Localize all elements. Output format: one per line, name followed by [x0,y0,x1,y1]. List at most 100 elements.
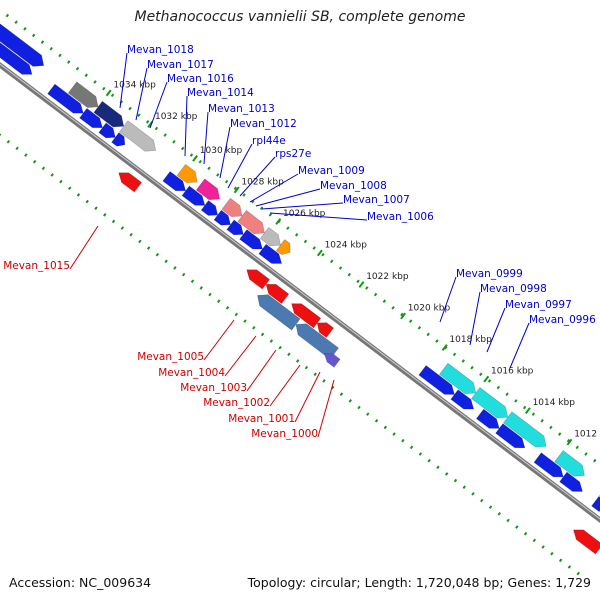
gene-callout-line [224,335,257,377]
forward-gene-arrow [111,132,126,147]
reverse-gene-label: Mevan_1003 [180,382,247,394]
forward-gene-label: Mevan_0999 [456,268,523,280]
kbp-tick-mark [483,375,490,383]
kbp-tick-label: 1016 kbp [491,366,534,376]
forward-gene-label: Mevan_1016 [167,73,234,85]
kbp-tick-mark [400,312,406,320]
forward-gene-arrow [47,83,84,114]
forward-cds-block [275,239,291,256]
forward-gene-arrow [258,243,283,264]
gene-callout-line [317,379,335,438]
gene-callout-line [227,143,253,189]
kbp-tick-label: 1012 kbp [574,430,600,440]
reverse-gene-arrow [573,529,600,555]
gene-callout-line [219,126,231,179]
gene-callout-line [469,291,481,346]
forward-gene-arrow [450,389,475,410]
forward-gene-label: rps27e [275,148,311,160]
forward-cds-block [176,163,198,184]
forward-gene-label: Mevan_0996 [529,314,596,326]
forward-gene-arrow [239,229,263,250]
forward-gene-label: Mevan_1018 [127,44,194,56]
forward-gene-arrow [418,365,455,395]
gene-callout-line [439,276,457,323]
gene-callout-line [255,188,321,207]
gene-callout-line [135,67,148,121]
forward-gene-label: Mevan_1006 [367,211,434,223]
forward-cds-block [93,100,125,128]
reverse-gene-label: Mevan_1001 [228,413,295,425]
reverse-gene-label: Mevan_1000 [251,428,318,440]
forward-gene-label: Mevan_0998 [480,283,547,295]
forward-gene-arrow [591,495,600,512]
kbp-tick-mark [441,344,448,351]
forward-cds-block [503,411,547,448]
kbp-tick-label: 1028 kbp [241,177,284,187]
forward-gene-arrow [533,452,564,478]
summary-text: Topology: circular; Length: 1,720,048 bp… [247,575,591,590]
kbp-tick-mark [566,438,573,446]
kbp-tick-label: 1024 kbp [325,240,368,250]
kbp-tick-mark [233,186,240,194]
forward-gene-label: rpl44e [252,135,286,147]
gene-callout-line [239,156,276,197]
forward-gene-label: Mevan_1007 [343,194,410,206]
reverse-cds-block [323,353,341,368]
gene-callout-line [203,319,235,361]
reverse-gene-label: Mevan_1005 [137,351,204,363]
forward-gene-arrow [0,42,33,75]
gene-callout-line [249,173,299,203]
map-title: Methanococcus vannielii SB, complete gen… [134,9,466,25]
forward-gene-arrow [181,185,206,206]
reverse-cds-block [257,294,301,331]
forward-gene-label: Mevan_1009 [298,165,365,177]
reverse-gene-arrow [246,269,270,290]
gene-callout-line [261,202,344,210]
forward-cds-block [67,81,99,108]
kbp-tick-mark [105,89,112,97]
reverse-gene-arrow [316,322,334,338]
forward-gene-label: Mevan_1013 [208,103,275,115]
forward-cds-block [259,226,281,247]
forward-gene-label: Mevan_0997 [505,299,572,311]
kbp-tick-mark [358,281,365,288]
reverse-gene-label: Mevan_1004 [158,367,225,379]
forward-cds-block [0,23,45,67]
reverse-gene-arrow [118,172,142,193]
forward-gene-arrow [213,209,231,226]
forward-gene-arrow [495,423,526,449]
forward-gene-label: Mevan_1014 [187,87,254,99]
forward-gene-arrow [226,219,244,236]
gene-callout-line [149,81,168,129]
outer-tick-track [5,13,600,467]
forward-cds-block [471,387,509,419]
gene-callout-line [269,212,368,221]
gene-callout-line [184,95,188,157]
gene-callout-line [269,364,301,407]
kbp-tick-label: 1034 kbp [113,80,156,90]
forward-gene-label: Mevan_1012 [230,118,297,130]
gene-callout-line [294,371,321,423]
kbp-tick-label: 1030 kbp [200,146,243,156]
gene-callout-line [119,52,128,109]
forward-cds-block [119,120,157,152]
inner-tick-track [0,133,588,581]
forward-gene-arrow [559,471,583,492]
kbp-tick-label: 1032 kbp [155,112,198,122]
kbp-tick-label: 1026 kbp [283,209,326,219]
genome-backbone [0,62,600,523]
kbp-tick-label: 1020 kbp [408,303,451,313]
forward-gene-arrow [98,122,116,139]
forward-cds-block [554,450,585,477]
kbp-tick-label: 1014 kbp [533,398,576,408]
backbone-highlight [0,63,600,520]
reverse-gene-label: Mevan_1002 [203,397,270,409]
forward-cds-block [221,197,243,218]
kbp-tick-mark [192,155,198,162]
forward-gene-arrow [79,107,103,129]
forward-cds-block [195,178,221,201]
gene-callout-line [486,307,506,353]
reverse-gene-label: Mevan_1015 [3,260,70,272]
forward-gene-arrow [476,408,500,429]
